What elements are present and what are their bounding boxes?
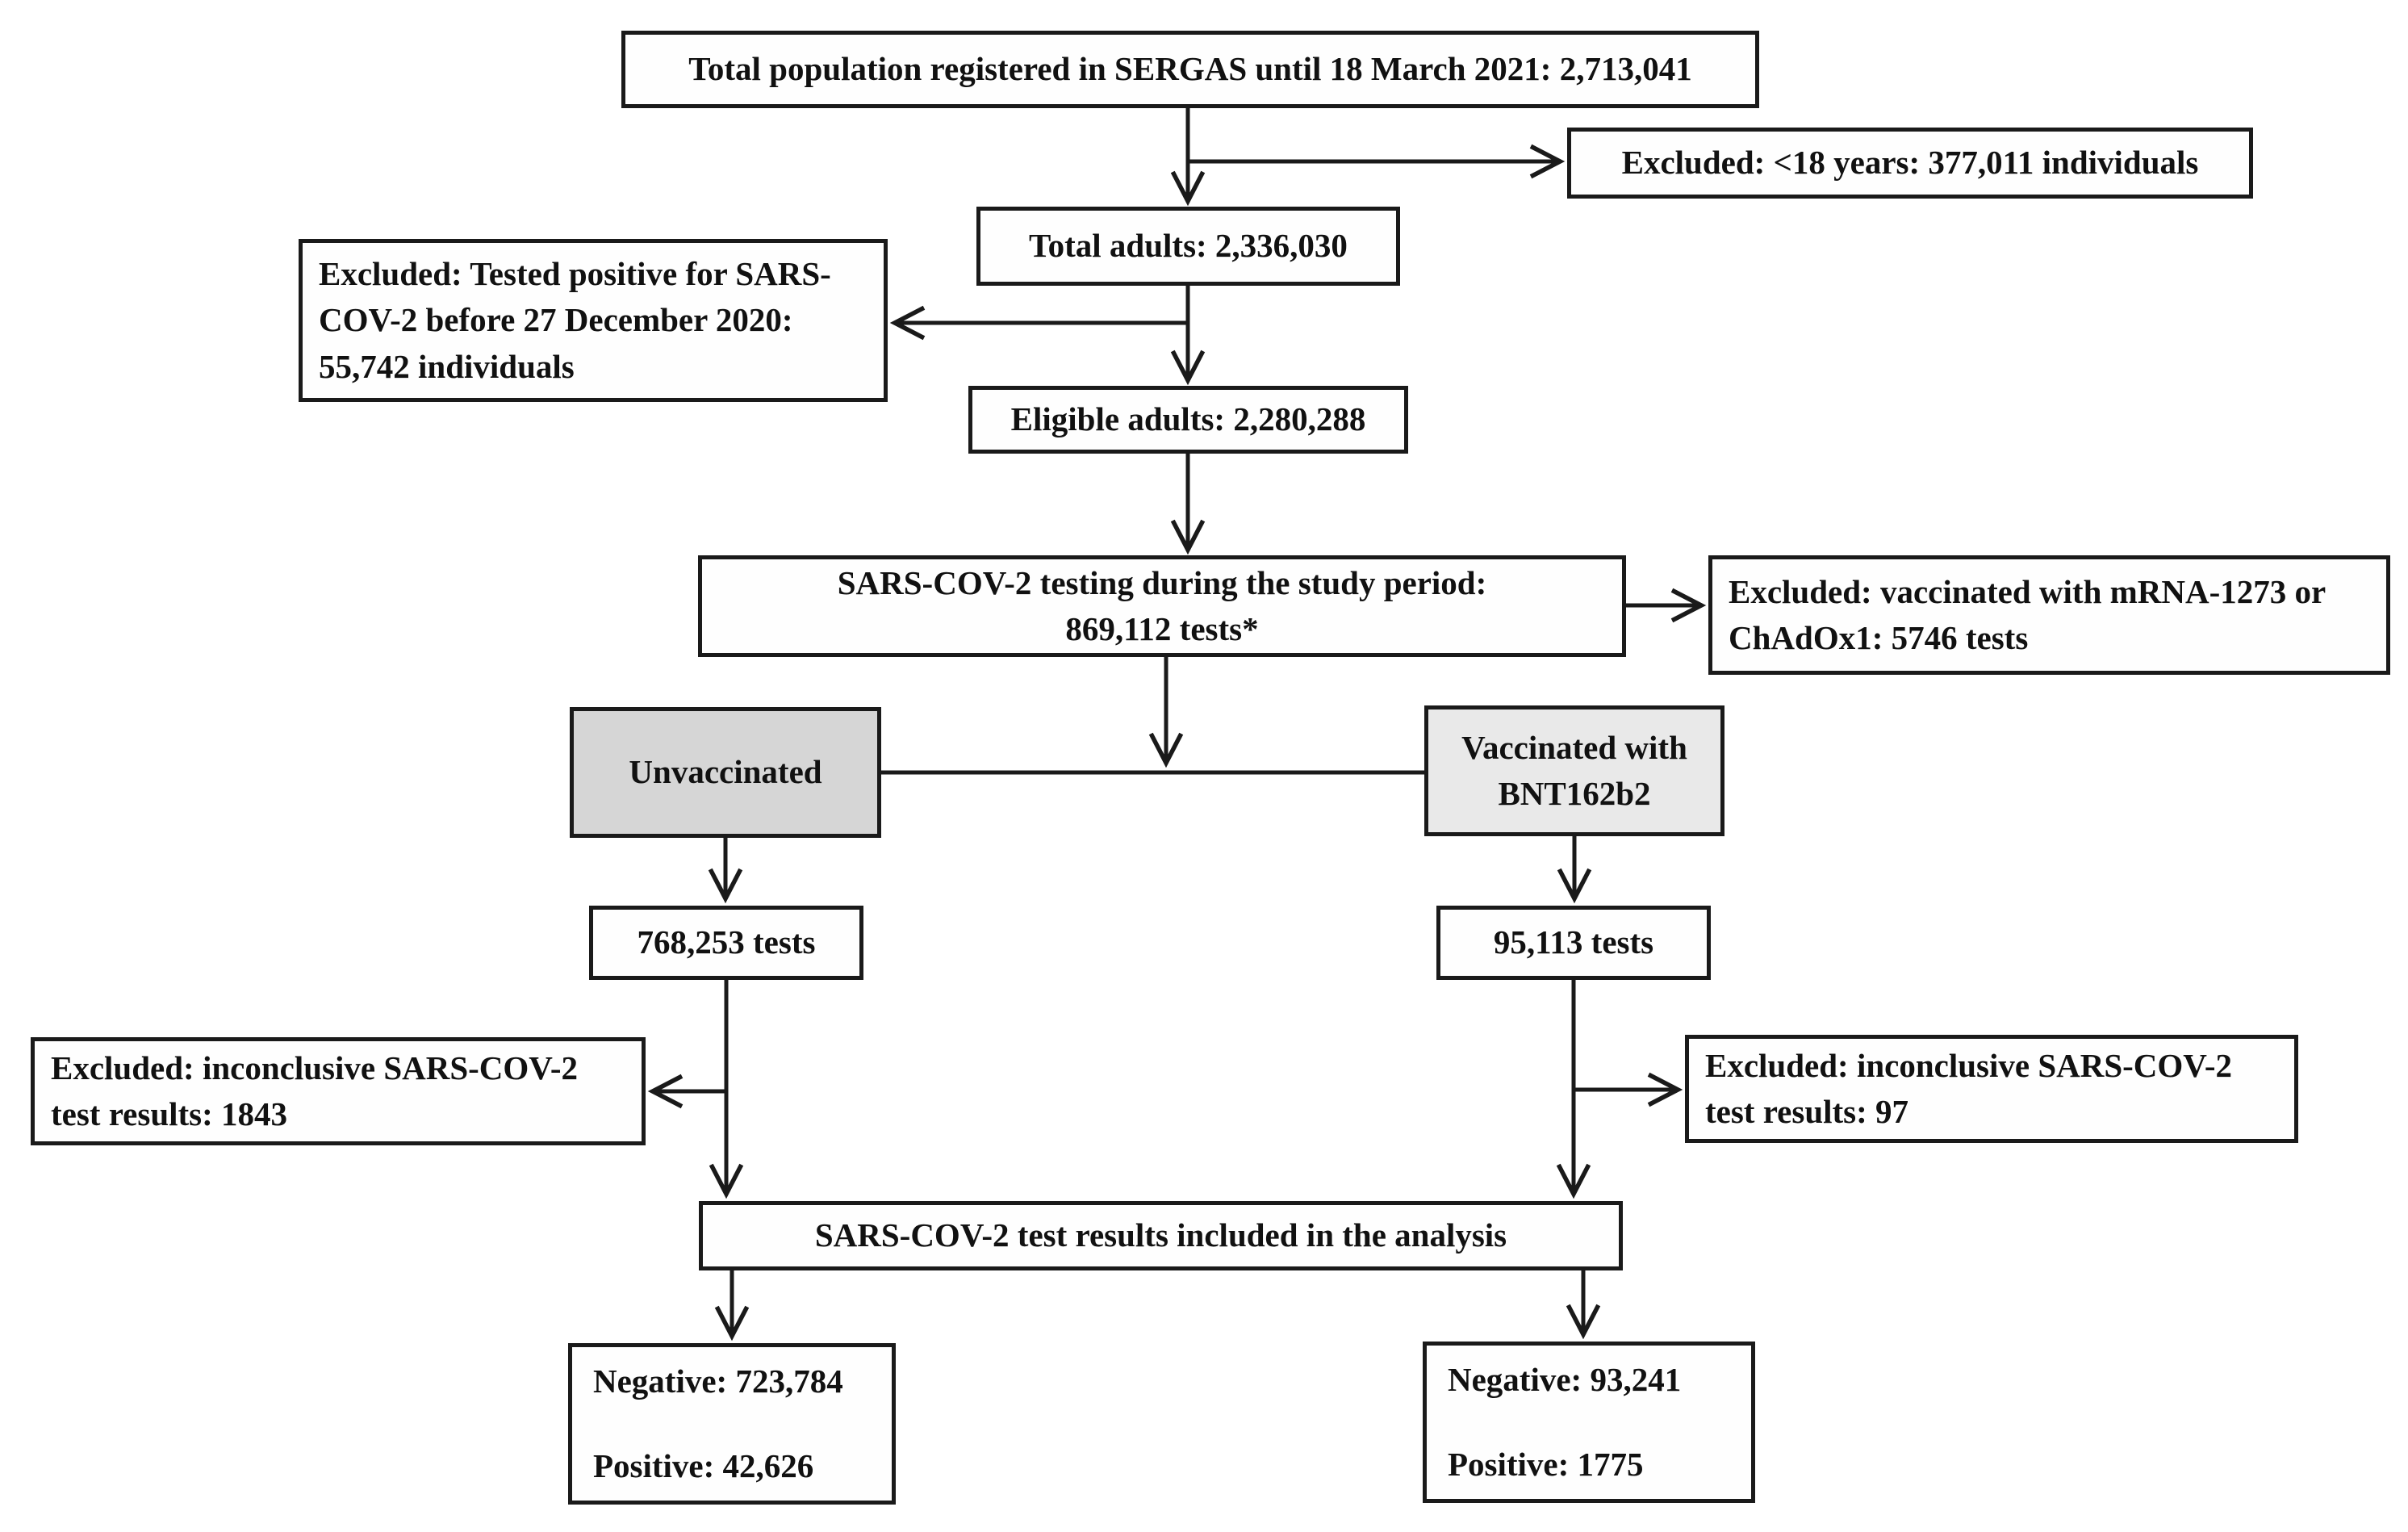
node-vaccinated-tests: 95,113 tests bbox=[1436, 906, 1711, 980]
node-unvaccinated: Unvaccinated bbox=[570, 707, 881, 838]
node-total-adults-label: Total adults: 2,336,030 bbox=[1029, 227, 1348, 265]
node-excluded-inconclusive-vaccinated-label: Excluded: inconclusive SARS-COV-2 test r… bbox=[1705, 1046, 2233, 1130]
node-excluded-other-vaccines-label: Excluded: vaccinated with mRNA-1273 or C… bbox=[1729, 572, 2326, 656]
node-total-population: Total population registered in SERGAS un… bbox=[621, 31, 1759, 108]
node-eligible-adults: Eligible adults: 2,280,288 bbox=[968, 386, 1408, 454]
node-vaccinated-label: Vaccinated with BNT162b2 bbox=[1461, 728, 1687, 812]
node-results-vaccinated-negative: Negative: 93,241 bbox=[1448, 1360, 1682, 1398]
node-results-vaccinated-positive: Positive: 1775 bbox=[1448, 1446, 1644, 1483]
node-total-adults: Total adults: 2,336,030 bbox=[976, 207, 1400, 286]
node-excluded-inconclusive-vaccinated: Excluded: inconclusive SARS-COV-2 test r… bbox=[1685, 1035, 2298, 1143]
node-unvaccinated-tests-label: 768,253 tests bbox=[637, 923, 816, 961]
node-unvaccinated-tests: 768,253 tests bbox=[589, 906, 863, 980]
node-excluded-under18-label: Excluded: <18 years: 377,011 individuals bbox=[1621, 144, 2199, 182]
node-included: SARS-COV-2 test results included in the … bbox=[699, 1201, 1623, 1270]
node-vaccinated: Vaccinated with BNT162b2 bbox=[1424, 705, 1724, 836]
node-vaccinated-tests-label: 95,113 tests bbox=[1493, 923, 1654, 961]
node-total-population-label: Total population registered in SERGAS un… bbox=[688, 50, 1692, 88]
node-excluded-inconclusive-unvaccinated-label: Excluded: inconclusive SARS-COV-2 test r… bbox=[51, 1049, 579, 1132]
node-excluded-prior-positive: Excluded: Tested positive for SARS-COV-2… bbox=[299, 239, 888, 402]
node-testing-line1: SARS-COV-2 testing during the study peri… bbox=[837, 563, 1487, 601]
node-excluded-under18: Excluded: <18 years: 377,011 individuals bbox=[1567, 128, 2253, 199]
node-excluded-other-vaccines: Excluded: vaccinated with mRNA-1273 or C… bbox=[1708, 555, 2390, 675]
node-results-vaccinated: Negative: 93,241 Positive: 1775 bbox=[1423, 1342, 1755, 1503]
node-included-label: SARS-COV-2 test results included in the … bbox=[814, 1216, 1507, 1254]
node-testing-line2: 869,112 tests* bbox=[1065, 610, 1259, 647]
node-results-unvaccinated: Negative: 723,784 Positive: 42,626 bbox=[568, 1343, 896, 1505]
node-unvaccinated-label: Unvaccinated bbox=[629, 753, 822, 791]
node-excluded-inconclusive-unvaccinated: Excluded: inconclusive SARS-COV-2 test r… bbox=[31, 1037, 646, 1145]
node-results-unvaccinated-positive: Positive: 42,626 bbox=[593, 1447, 814, 1484]
node-results-unvaccinated-negative: Negative: 723,784 bbox=[593, 1362, 843, 1400]
node-excluded-prior-positive-label: Excluded: Tested positive for SARS-COV-2… bbox=[319, 254, 831, 385]
node-testing: SARS-COV-2 testing during the study peri… bbox=[698, 555, 1626, 657]
node-eligible-adults-label: Eligible adults: 2,280,288 bbox=[1010, 400, 1366, 438]
